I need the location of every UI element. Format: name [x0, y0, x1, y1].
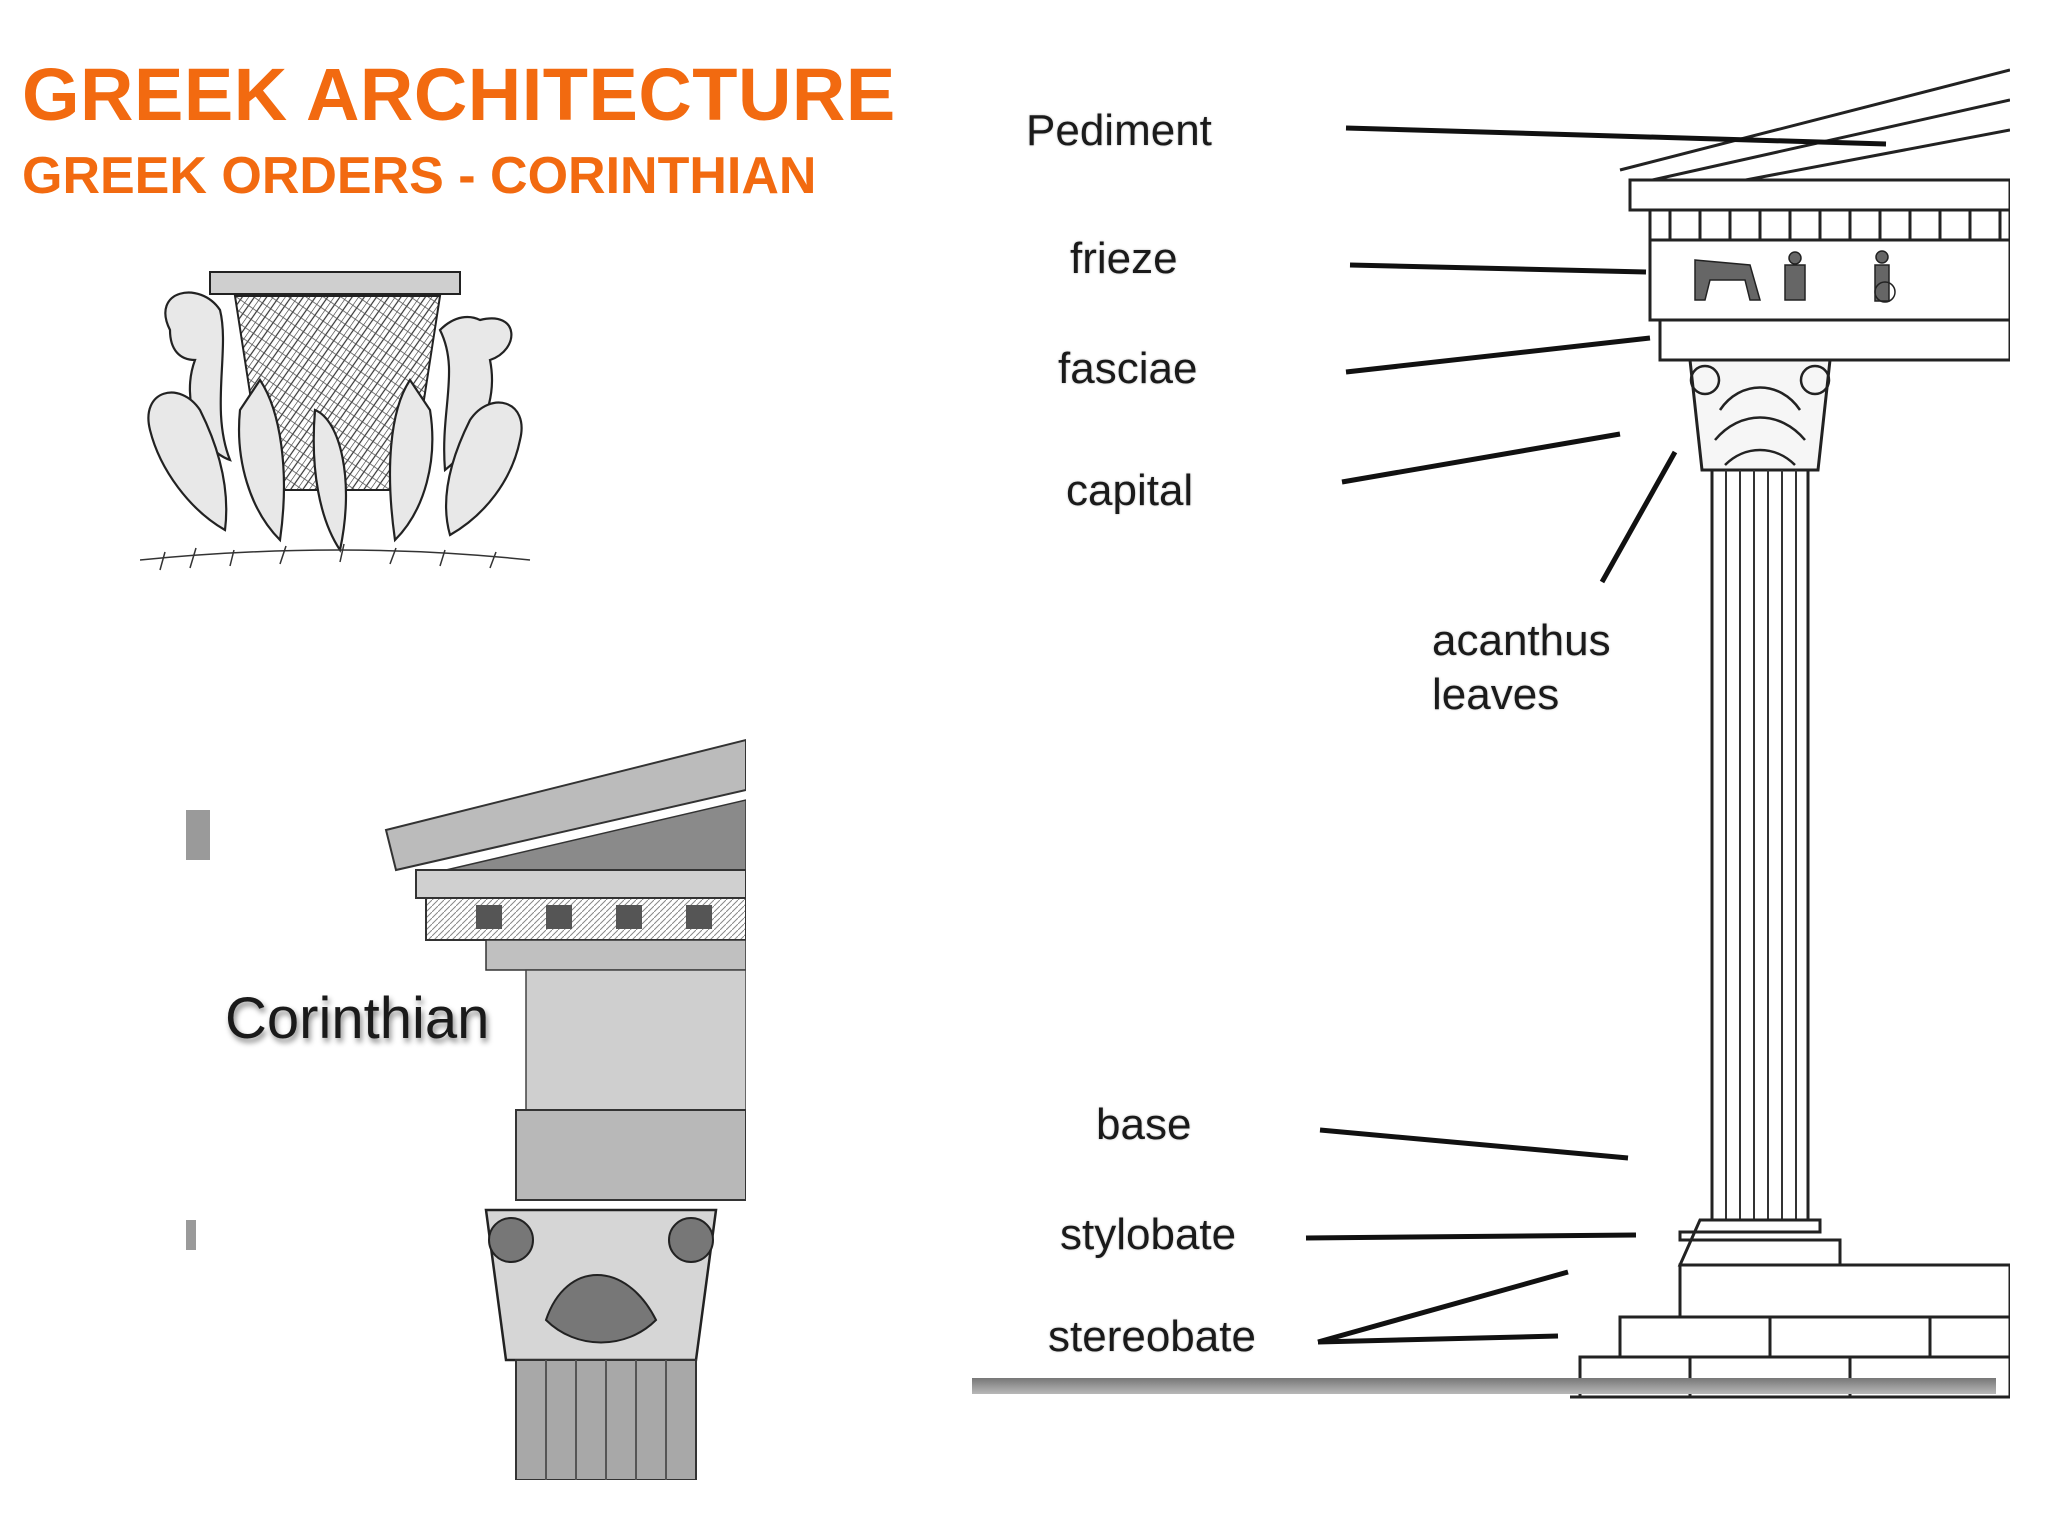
- capital-volutes: [1689, 364, 1831, 466]
- abacus: [209, 271, 461, 295]
- label-pediment: Pediment: [1026, 106, 1212, 155]
- label-capital: capital: [1066, 466, 1194, 515]
- label-base: base: [1096, 1100, 1192, 1149]
- corinthian-capital-sketch: [140, 271, 531, 571]
- column-capital: [1688, 358, 1832, 472]
- frieze-figures: [1694, 250, 1896, 303]
- cornice: [415, 869, 746, 899]
- column-base: [1677, 1218, 1842, 1267]
- acanthus-leaves-sketch: [147, 291, 523, 553]
- frieze: [525, 969, 746, 1111]
- corinthian-entablature-illustration: [186, 738, 746, 1480]
- corinthian-order-diagram: [1305, 68, 2010, 1399]
- architrave-fasciae: [1658, 318, 2010, 362]
- label-fasciae: fasciae: [1058, 344, 1198, 393]
- leader-lines: [1305, 125, 1887, 1345]
- column-fluting: [1725, 470, 1797, 1220]
- cornice-block: [1628, 178, 2010, 212]
- dentil-band: [1648, 208, 2010, 242]
- pediment-cornice: [384, 738, 746, 872]
- label-stylobate: stylobate: [1060, 1210, 1237, 1259]
- left-fragment: [186, 810, 210, 1250]
- dentils: [485, 939, 746, 971]
- corinthian-caption: Corinthian: [225, 986, 490, 1051]
- column-shaft: [1710, 468, 1810, 1222]
- dentil-teeth: [1668, 210, 2002, 240]
- page-subtitle: GREEK ORDERS - CORINTHIAN: [22, 147, 817, 205]
- architrave: [515, 1109, 746, 1201]
- label-acanthus-leaves: acanthus leaves: [1432, 616, 1611, 719]
- label-frieze: frieze: [1070, 234, 1178, 283]
- page-title: GREEK ARCHITECTURE: [22, 53, 896, 136]
- ground-line: [972, 1378, 1996, 1394]
- grass-ground-sketch: [140, 543, 531, 571]
- label-stereobate: stereobate: [1048, 1312, 1256, 1361]
